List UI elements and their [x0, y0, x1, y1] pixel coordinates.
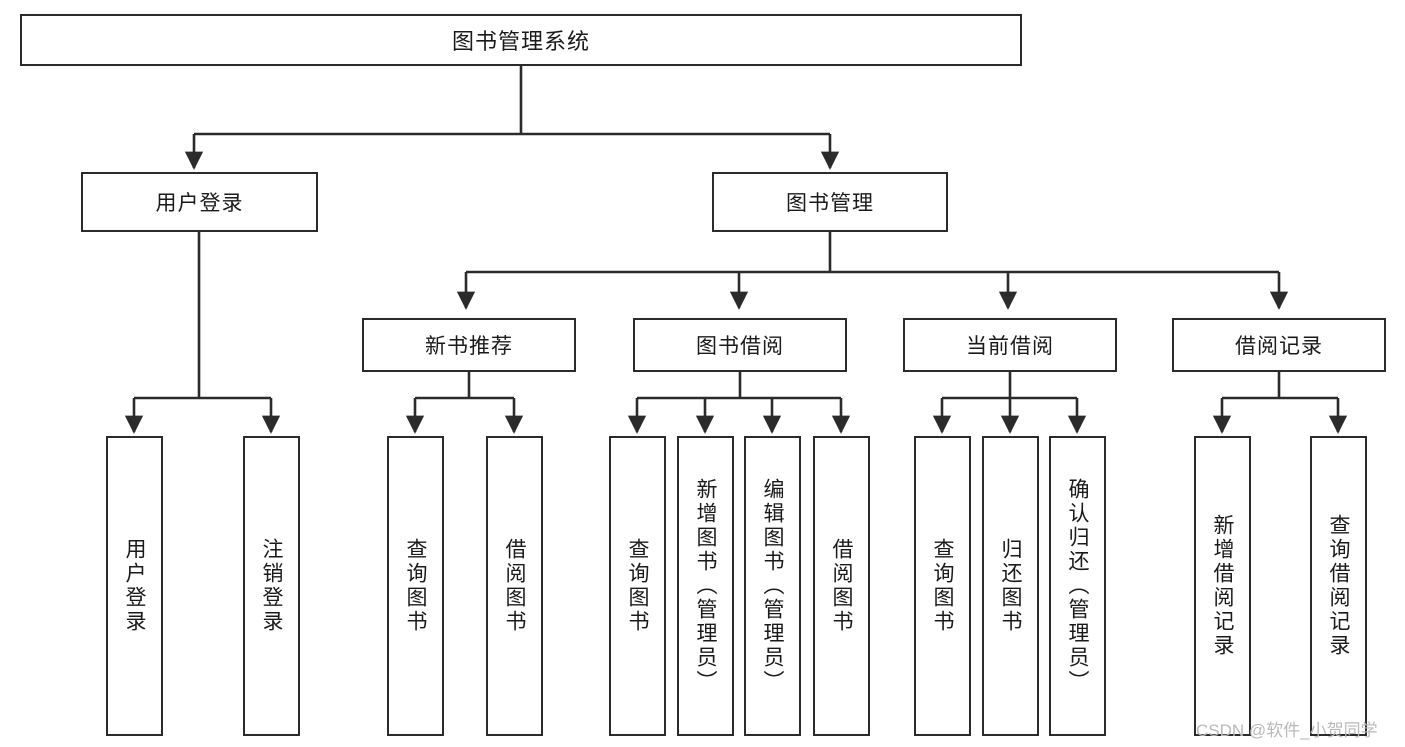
node-label: 归还图书: [999, 538, 1022, 634]
leaf-confirm-return-admin[interactable]: 确认归还（管理员）: [1049, 436, 1106, 736]
leaf-query-book-current[interactable]: 查询图书: [914, 436, 971, 736]
node-label: 查询图书: [626, 538, 649, 634]
node-current-borrow[interactable]: 当前借阅: [903, 318, 1117, 372]
node-borrow-record[interactable]: 借阅记录: [1172, 318, 1386, 372]
leaf-return-book[interactable]: 归还图书: [982, 436, 1039, 736]
leaf-add-book-admin[interactable]: 新增图书（管理员）: [677, 436, 734, 736]
node-label: 查询图书: [404, 538, 427, 634]
csdn-watermark: CSDN @软件_小贺同学: [1196, 721, 1378, 740]
node-label: 查询借阅记录: [1327, 514, 1350, 658]
leaf-query-borrow-record[interactable]: 查询借阅记录: [1310, 436, 1367, 736]
node-label: 借阅记录: [1235, 335, 1323, 358]
leaf-query-book-recommend[interactable]: 查询图书: [387, 436, 444, 736]
node-label: 新增借阅记录: [1211, 514, 1234, 658]
node-label: 图书借阅: [696, 335, 784, 358]
leaf-query-book-borrow[interactable]: 查询图书: [609, 436, 666, 736]
node-label: 新增图书（管理员）: [694, 478, 717, 694]
leaf-add-borrow-record[interactable]: 新增借阅记录: [1194, 436, 1251, 736]
node-label: 确认归还（管理员）: [1066, 478, 1089, 694]
node-book-management[interactable]: 图书管理: [712, 172, 948, 232]
node-label: 新书推荐: [425, 335, 513, 358]
node-label: 图书管理: [786, 192, 874, 215]
node-label: 借阅图书: [503, 538, 526, 634]
leaf-borrow-book-recommend[interactable]: 借阅图书: [486, 436, 543, 736]
leaf-edit-book-admin[interactable]: 编辑图书（管理员）: [744, 436, 801, 736]
node-label: 编辑图书（管理员）: [761, 478, 784, 694]
leaf-logout[interactable]: 注销登录: [243, 436, 300, 736]
node-label: 借阅图书: [830, 538, 853, 634]
node-label: 用户登录: [155, 192, 244, 215]
node-label: 图书管理系统: [451, 29, 590, 54]
node-root-system[interactable]: 图书管理系统: [20, 14, 1022, 66]
node-user-login[interactable]: 用户登录: [81, 172, 318, 232]
node-label: 注销登录: [260, 538, 283, 634]
node-label: 查询图书: [931, 538, 954, 634]
node-label: 用户登录: [123, 538, 146, 634]
leaf-borrow-book[interactable]: 借阅图书: [813, 436, 870, 736]
node-label: 当前借阅: [966, 335, 1054, 358]
node-book-borrow[interactable]: 图书借阅: [633, 318, 847, 372]
leaf-user-login[interactable]: 用户登录: [106, 436, 163, 736]
node-new-book-recommend[interactable]: 新书推荐: [362, 318, 576, 372]
